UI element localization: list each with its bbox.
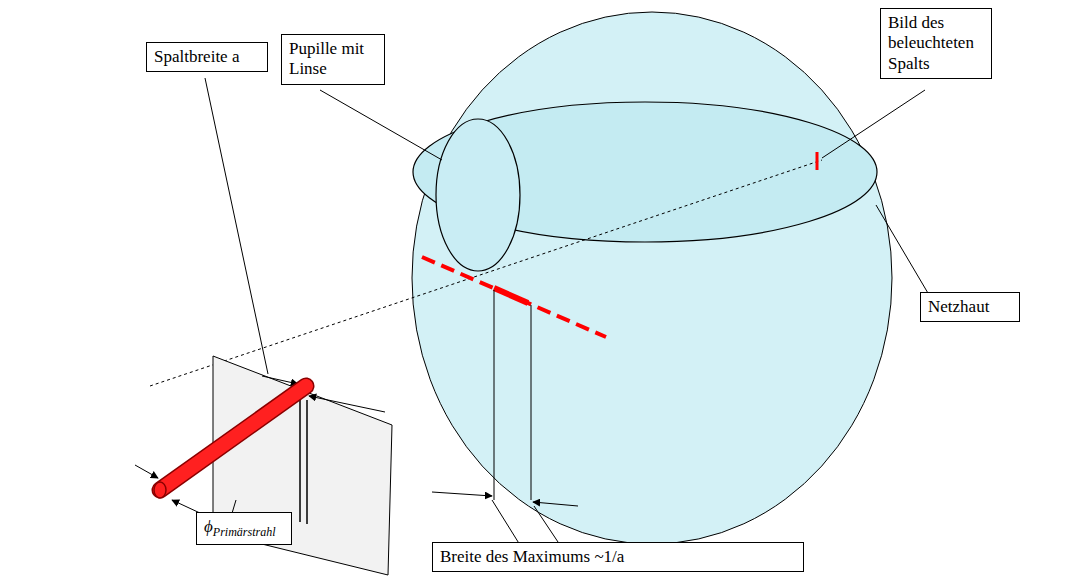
callout-text: Breite des Maximums ~1/a [440,547,796,567]
dimension-arrow [262,376,298,384]
callout-pointer [205,78,268,374]
callout-box: Spaltbreite a [146,42,268,72]
symbol-box: ϕPrimärstrahl [196,512,292,545]
callout-box: Breite des Maximums ~1/a [432,542,804,572]
dimension-arrow [533,502,578,506]
callout-pointer [492,500,520,545]
optical-axis [150,160,822,386]
central-maximum [494,288,528,303]
callout-text: Spaltbreite a [154,47,260,67]
symbol-subscript: Primärstrahl [213,525,276,539]
primary-beam-edge [160,386,306,490]
width-line [531,305,532,500]
callout-text: Netzhaut [928,297,1012,317]
callout-box: Bild des beleuchteten Spalts [880,8,992,79]
callout-pointer [534,506,560,545]
callout-pointer [320,90,442,160]
width-line [494,290,495,500]
slit-edge [299,398,301,522]
dimension-arrow [309,396,385,412]
callout-text: Pupille mit Linse [289,39,377,80]
primary-beam [160,386,306,490]
callout-text: Bild des beleuchteten Spalts [888,13,984,74]
callout-box: Netzhaut [920,292,1020,322]
slit-image [816,152,819,170]
diffraction-pattern [422,257,606,337]
pupil-lens [436,119,520,271]
callout-box: Pupille mit Linse [281,34,385,85]
slit-edge [306,400,308,524]
eyeball [412,12,892,544]
beam-end [154,482,166,498]
diameter-symbol: ϕ [204,517,213,536]
dimension-arrow [432,492,492,496]
callout-pointer [876,205,935,305]
callout-pointer [822,90,925,158]
dimension-arrow [135,465,158,478]
